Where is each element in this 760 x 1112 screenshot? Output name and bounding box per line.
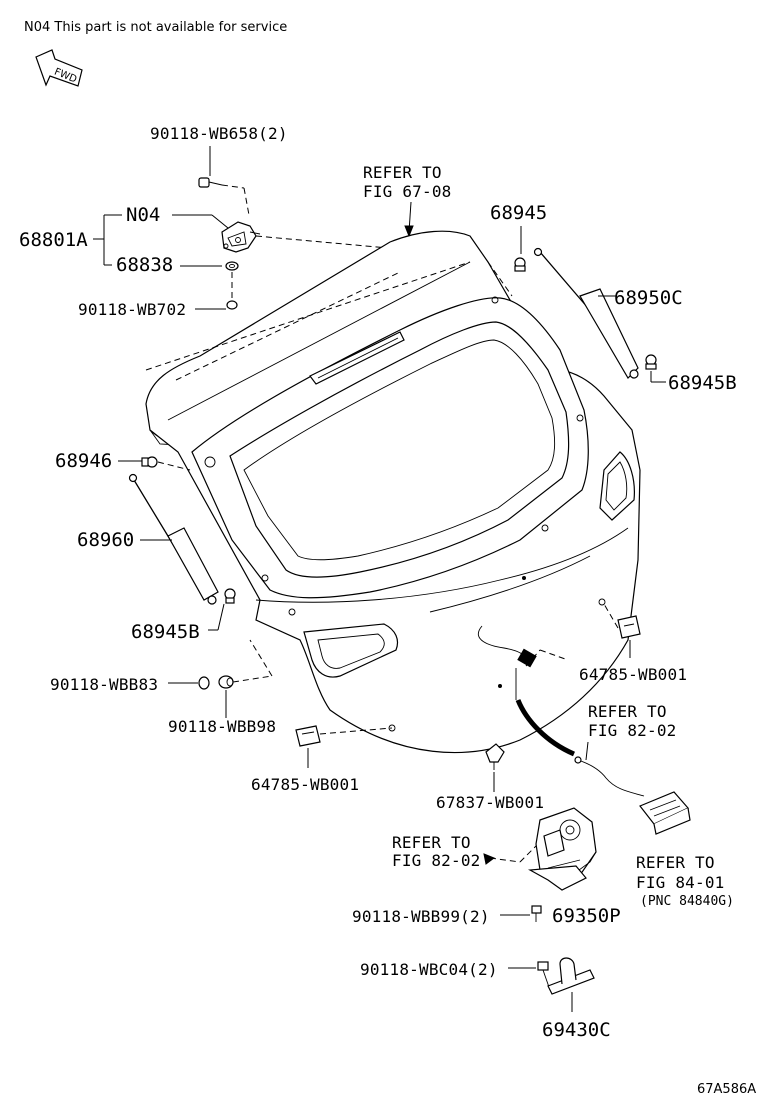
label-90118-wbb83: 90118-WBB83 <box>50 675 158 694</box>
connector-84840g <box>639 791 691 835</box>
ball-stud-68945b-right <box>645 354 657 370</box>
availability-note: N04 This part is not available for servi… <box>24 20 287 35</box>
gas-strut-68960 <box>128 473 219 605</box>
wire-harness <box>477 625 645 797</box>
label-69430c: 69430C <box>542 1019 611 1041</box>
bolt-90118-wbb99 <box>531 905 542 922</box>
label-90118-wb658: 90118-WB658(2) <box>150 124 288 143</box>
label-64785-wb001-left: 64785-WB001 <box>251 775 359 794</box>
plug-90118-wbb83 <box>198 676 210 690</box>
label-68945: 68945 <box>490 202 547 224</box>
refer-67-08-line2: FIG 67-08 <box>363 182 452 201</box>
hinge-68801a <box>221 221 261 253</box>
label-64785-wb001-right: 64785-WB001 <box>579 665 687 684</box>
label-90118-wbb98: 90118-WBB98 <box>168 717 276 736</box>
label-68838: 68838 <box>116 254 173 276</box>
washer-68838 <box>225 261 239 271</box>
figure-code: 67A586A <box>697 1082 756 1097</box>
refer-82-02-left-line2: FIG 82-02 <box>392 851 481 870</box>
refer-67-08-line1: REFER TO <box>363 163 442 182</box>
refer-82-02-right-line1: REFER TO <box>588 702 667 721</box>
striker-69430c <box>547 957 595 995</box>
ball-stud-68945b-left <box>224 588 236 604</box>
label-69350p: 69350P <box>552 905 621 927</box>
refer-82-02-right-line2: FIG 82-02 <box>588 721 677 740</box>
pnc-84840g: (PNC 84840G) <box>640 894 734 909</box>
ball-stud-68945 <box>514 257 526 272</box>
lock-69350p <box>527 807 597 891</box>
refer-82-02-left-line1: REFER TO <box>392 833 471 852</box>
refer-84-01-line2: FIG 84-01 <box>636 873 725 892</box>
nut-90118-wb702 <box>226 300 238 310</box>
fwd-arrow-icon: FWD <box>35 49 83 87</box>
label-68945b-left: 68945B <box>131 621 200 643</box>
label-90118-wbc04: 90118-WBC04(2) <box>360 960 498 979</box>
label-68950c: 68950C <box>614 287 683 309</box>
label-68945b-right: 68945B <box>668 372 737 394</box>
bolt-90118-wb658 <box>198 177 223 188</box>
bracket-64785-wb001-right <box>617 615 641 639</box>
label-68946: 68946 <box>55 450 112 472</box>
label-68801a: 68801A <box>19 229 88 251</box>
label-68960: 68960 <box>77 529 134 551</box>
bracket-64785-wb001-left <box>295 725 321 747</box>
clip-67837-wb001 <box>485 743 505 770</box>
label-n04: N04 <box>126 204 160 226</box>
label-67837-wb001: 67837-WB001 <box>436 793 544 812</box>
label-90118-wb702: 90118-WB702 <box>78 300 186 319</box>
back-door-panel <box>145 230 641 754</box>
label-90118-wbb99: 90118-WBB99(2) <box>352 907 490 926</box>
ball-stud-68946 <box>141 456 158 468</box>
refer-84-01-line1: REFER TO <box>636 853 715 872</box>
gas-strut-68950c <box>533 247 639 379</box>
bumper-90118-wbb98 <box>218 675 234 689</box>
